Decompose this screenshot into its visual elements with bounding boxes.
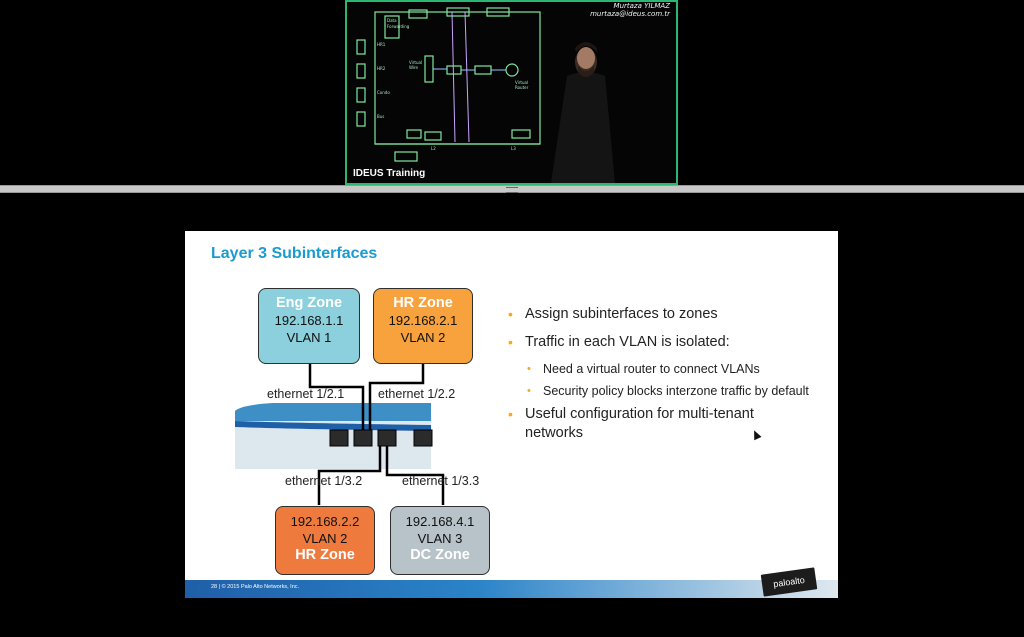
dc-zone-box: 192.168.4.1 VLAN 3 DC Zone <box>390 506 490 575</box>
svg-text:Virtual: Virtual <box>409 60 422 65</box>
interface-label-eth1-2-2: ethernet 1/2.2 <box>378 387 456 401</box>
hr-zone-box-top: HR Zone 192.168.2.1 VLAN 2 <box>373 288 473 364</box>
svg-text:L2: L2 <box>431 146 436 151</box>
eng-zone-box: Eng Zone 192.168.1.1 VLAN 1 <box>258 288 360 364</box>
svg-text:Bus: Bus <box>377 114 384 119</box>
svg-text:Wire: Wire <box>409 65 419 70</box>
slide-footer: 28 | © 2015 Palo Alto Networks, Inc. <box>185 580 838 598</box>
sub-bullet-item: Need a virtual router to connect VLANs <box>503 361 813 377</box>
svg-text:HR1: HR1 <box>377 42 386 47</box>
svg-text:HR2: HR2 <box>377 66 386 71</box>
bullet-item: Assign subinterfaces to zones <box>503 305 813 324</box>
lightboard-drawing: Data Forwarding HR1 HR2 Condo Bus Virtua… <box>356 7 615 183</box>
video-caption: IDEUS Training <box>353 168 426 179</box>
interface-label-eth1-3-3: ethernet 1/3.3 <box>402 474 480 488</box>
copyright-text: 28 | © 2015 Palo Alto Networks, Inc. <box>211 584 300 590</box>
svg-text:L3: L3 <box>511 146 516 151</box>
bullet-item: Useful configuration for multi-tenant ne… <box>503 405 813 443</box>
hr-zone-box-bottom: 192.168.2.2 VLAN 2 HR Zone <box>275 506 375 575</box>
presenter-name-label: Murtaza YILMAZ murtaza@ideus.com.tr <box>590 2 670 18</box>
panel-splitter[interactable] <box>0 185 1024 193</box>
sub-bullet-item: Security policy blocks interzone traffic… <box>503 383 813 399</box>
presenter-video[interactable]: Data Forwarding HR1 HR2 Condo Bus Virtua… <box>345 0 678 185</box>
svg-text:Virtual: Virtual <box>515 80 528 85</box>
svg-text:Data: Data <box>387 18 397 23</box>
interface-label-eth1-3-2: ethernet 1/3.2 <box>285 474 363 488</box>
bullet-item: Traffic in each VLAN is isolated: <box>503 333 813 352</box>
slide-title: Layer 3 Subinterfaces <box>211 245 378 262</box>
svg-text:Forwarding: Forwarding <box>387 24 410 29</box>
svg-text:Router: Router <box>515 85 529 90</box>
presenter <box>551 42 615 183</box>
presentation-slide: Layer 3 Subinterfaces Eng Zone 192.168.1… <box>185 231 838 598</box>
svg-text:Condo: Condo <box>377 90 390 95</box>
splitter-grip-icon[interactable] <box>506 187 518 193</box>
interface-label-eth1-2-1: ethernet 1/2.1 <box>267 387 345 401</box>
network-diagram <box>235 364 445 505</box>
bullet-list: Assign subinterfaces to zones Traffic in… <box>503 305 813 452</box>
